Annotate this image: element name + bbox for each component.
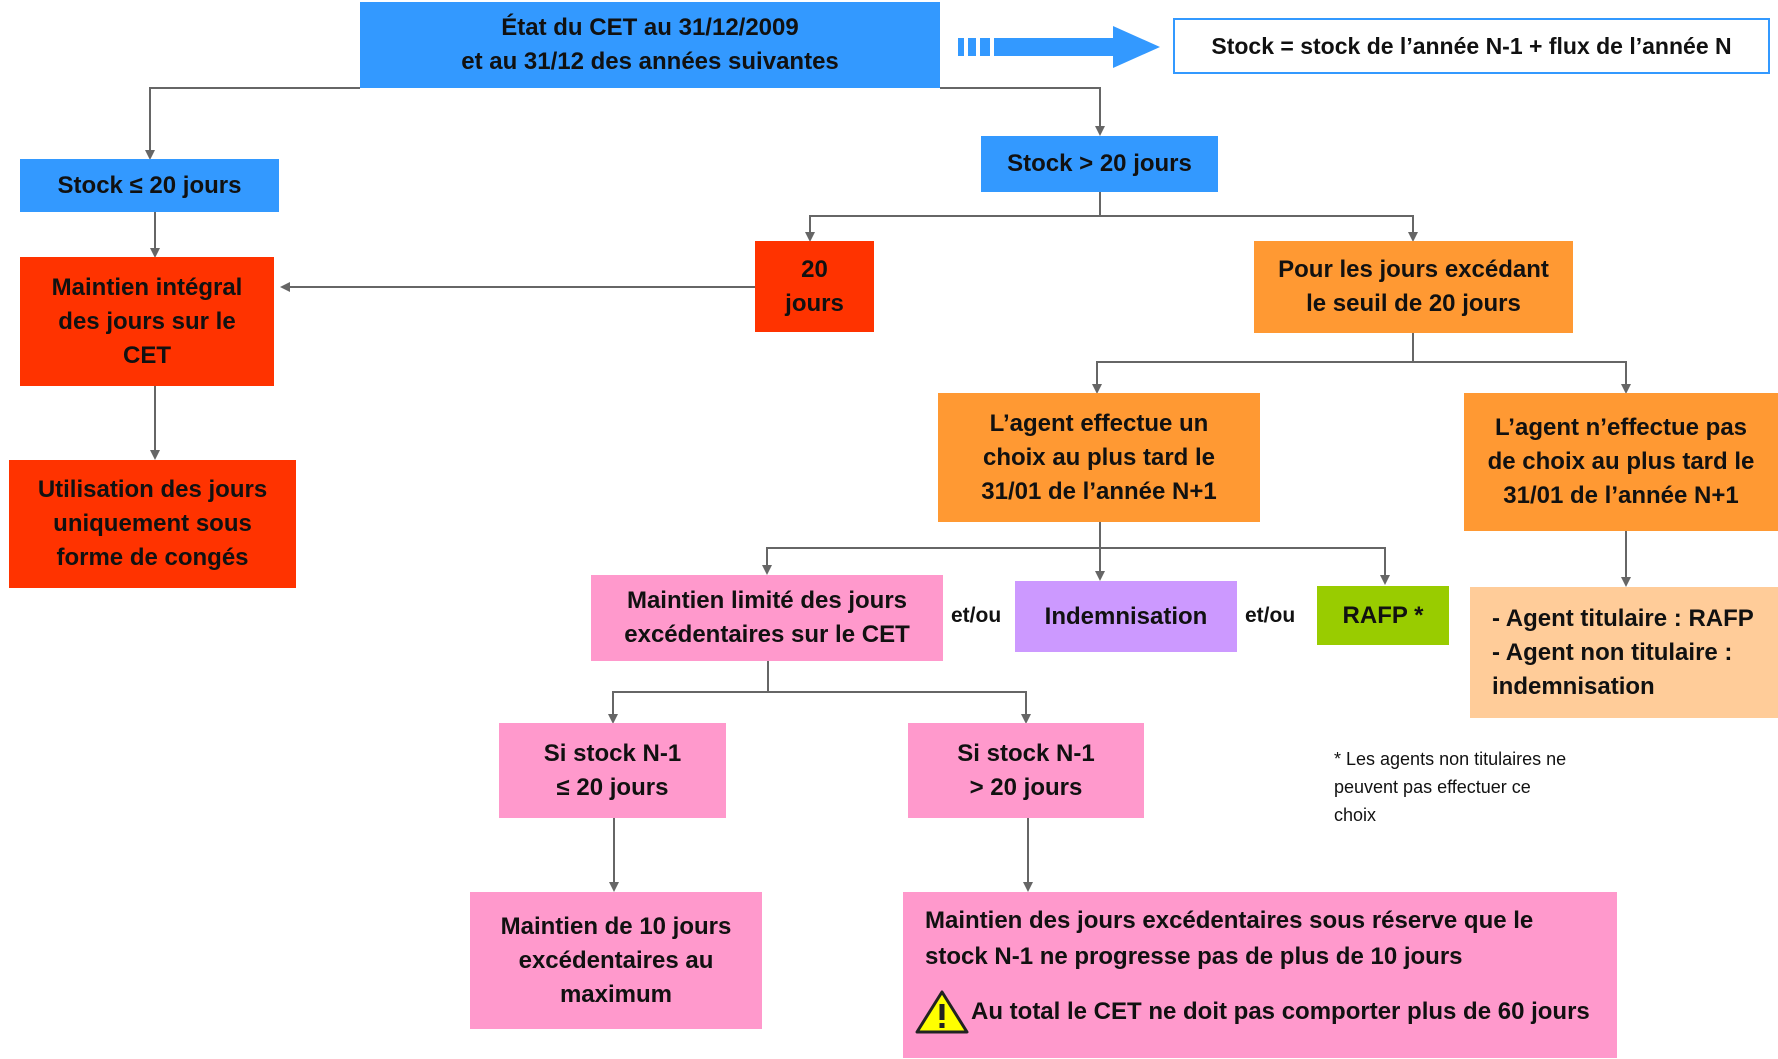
cet-status-line2: et au 31/12 des années suivantes bbox=[461, 48, 839, 75]
if-low-line1: Si stock N-1 bbox=[543, 739, 682, 767]
stock-high-box: Stock > 20 jours bbox=[981, 136, 1218, 192]
connector-choice-rafp bbox=[1100, 547, 1390, 585]
stock-low-text: Stock ≤ 20 jours bbox=[57, 171, 242, 199]
warning-row: Au total le CET ne doit pas comporter pl… bbox=[915, 990, 1590, 1034]
limited-line2: excédentaires sur le CET bbox=[624, 621, 910, 648]
usage-line1: Utilisation des jours bbox=[37, 476, 268, 503]
limited-box: Maintien limité des jours excédentaires … bbox=[591, 575, 943, 661]
twenty-line1: 20 bbox=[801, 255, 828, 283]
excess-box: Pour les jours excédant le seuil de 20 j… bbox=[1254, 241, 1573, 333]
footnote-line3: choix bbox=[1334, 805, 1377, 825]
if-high-box: Si stock N-1 > 20 jours bbox=[908, 723, 1144, 818]
choice-box: L’agent effectue un choix au plus tard l… bbox=[938, 393, 1260, 522]
connector-top-right bbox=[940, 87, 1105, 136]
usage-box: Utilisation des jours uniquement sous fo… bbox=[9, 460, 296, 588]
cet-status-line1: État du CET au 31/12/2009 bbox=[501, 14, 799, 41]
reserve-line2: stock N-1 ne progresse pas de plus de 10… bbox=[925, 943, 1463, 970]
and-or-label-2: et/ou bbox=[1245, 604, 1296, 627]
ten-days-line2: excédentaires au bbox=[518, 946, 714, 974]
reserve-box: Maintien des jours excédentaires sous ré… bbox=[903, 892, 1617, 1058]
choice-line3: 31/01 de l’année N+1 bbox=[981, 477, 1217, 505]
choice-line2: choix au plus tard le bbox=[982, 443, 1216, 471]
usage-line3: forme de congés bbox=[56, 544, 249, 571]
reserve-line1: Maintien des jours excédentaires sous ré… bbox=[925, 907, 1534, 934]
connector-limited-split bbox=[608, 661, 769, 724]
connector-excess-split bbox=[1092, 333, 1414, 394]
agent-status-line2: - Agent non titulaire : bbox=[1492, 638, 1733, 666]
twenty-days-box: 20 jours bbox=[755, 241, 874, 332]
ten-days-line1: Maintien de 10 jours bbox=[500, 912, 732, 940]
usage-line2: uniquement sous bbox=[53, 510, 252, 537]
if-high-line1: Si stock N-1 bbox=[957, 739, 1095, 767]
choice-line1: L’agent effectue un bbox=[989, 409, 1209, 437]
footnote-line2: peuvent pas effectuer ce bbox=[1334, 777, 1531, 797]
rafp-box: RAFP * bbox=[1317, 586, 1449, 645]
maintain-full-line2: des jours sur le bbox=[58, 307, 236, 335]
stock-high-text: Stock > 20 jours bbox=[1007, 150, 1192, 177]
connector-high-excess bbox=[1100, 215, 1418, 242]
warning-triangle-icon bbox=[915, 990, 969, 1034]
maintain-full-line3: CET bbox=[123, 341, 171, 369]
no-choice-line2: de choix au plus tard le bbox=[1487, 448, 1755, 475]
warning-text: Au total le CET ne doit pas comporter pl… bbox=[971, 998, 1590, 1025]
agent-status-box: - Agent titulaire : RAFP - Agent non tit… bbox=[1470, 587, 1778, 718]
connector-high-split bbox=[805, 191, 1101, 242]
indemnisation-box: Indemnisation bbox=[1015, 581, 1237, 652]
footnote-line1: * Les agents non titulaires ne bbox=[1334, 749, 1567, 769]
ten-days-line3: maximum bbox=[559, 980, 673, 1008]
connector-excess-nochoice bbox=[1413, 361, 1631, 394]
twenty-line2: jours bbox=[785, 289, 844, 317]
connector-choice-split bbox=[762, 522, 1101, 575]
agent-status-line1: - Agent titulaire : RAFP bbox=[1492, 604, 1754, 632]
no-choice-box: L’agent n’effectue pas de choix au plus … bbox=[1464, 393, 1778, 531]
block-arrow-icon bbox=[958, 26, 1160, 68]
rafp-text: RAFP * bbox=[1342, 601, 1424, 629]
excess-line1: Pour les jours excédant bbox=[1278, 256, 1549, 283]
agent-status-line3: indemnisation bbox=[1492, 672, 1655, 700]
if-low-box: Si stock N-1 ≤ 20 jours bbox=[499, 723, 726, 818]
no-choice-line1: L’agent n’effectue pas bbox=[1494, 414, 1748, 441]
formula-text: Stock = stock de l’année N-1 + flux de l… bbox=[1211, 33, 1732, 59]
maintain-full-line1: Maintien intégral bbox=[51, 273, 243, 301]
limited-line1: Maintien limité des jours bbox=[626, 587, 908, 614]
ten-days-box: Maintien de 10 jours excédentaires au ma… bbox=[470, 892, 762, 1029]
connector-limited-high bbox=[768, 691, 1031, 724]
formula-box: Stock = stock de l’année N-1 + flux de l… bbox=[1173, 18, 1770, 74]
no-choice-line3: 31/01 de l’année N+1 bbox=[1503, 482, 1739, 509]
cet-status-box: État du CET au 31/12/2009 et au 31/12 de… bbox=[360, 2, 940, 88]
indemnisation-text: Indemnisation bbox=[1044, 602, 1208, 630]
if-high-line2: > 20 jours bbox=[969, 773, 1083, 801]
if-low-line2: ≤ 20 jours bbox=[556, 773, 669, 801]
and-or-label-1: et/ou bbox=[951, 604, 1002, 627]
excess-line2: le seuil de 20 jours bbox=[1306, 290, 1521, 317]
footnote: * Les agents non titulaires ne peuvent p… bbox=[1334, 745, 1604, 829]
stock-low-box: Stock ≤ 20 jours bbox=[20, 159, 279, 212]
maintain-full-box: Maintien intégral des jours sur le CET bbox=[20, 257, 274, 386]
connector-top-left bbox=[145, 87, 360, 160]
